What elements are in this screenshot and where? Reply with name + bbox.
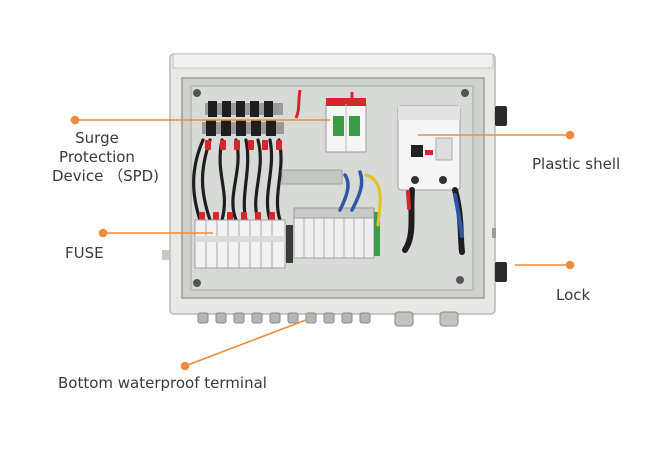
leader-lines [70, 115, 575, 371]
bottom-terminals [197, 311, 459, 327]
middle-terminal-blocks [293, 207, 380, 259]
breaker-output-wires [402, 187, 465, 255]
top-terminal-block [202, 101, 284, 136]
red-wire-caps [199, 140, 282, 221]
spd-label-line3: Device （SPD) [52, 167, 160, 185]
spd-label-line1: Surge [75, 129, 119, 147]
spd-label-line2: Protection [59, 148, 135, 166]
lock-label: Lock [556, 286, 591, 304]
red-top-wires [294, 89, 354, 119]
fuse-label: FUSE [65, 244, 104, 262]
spd-device [325, 98, 367, 153]
fuse-holders [194, 219, 293, 269]
circuit-breaker [397, 105, 461, 191]
plastic-shell-label: Plastic shell [532, 155, 621, 173]
spd-label: Surge Protection Device （SPD) [52, 129, 160, 186]
center-wires [338, 170, 382, 227]
din-rail [281, 169, 343, 185]
bottom-terminal-label: Bottom waterproof terminal [58, 374, 267, 392]
